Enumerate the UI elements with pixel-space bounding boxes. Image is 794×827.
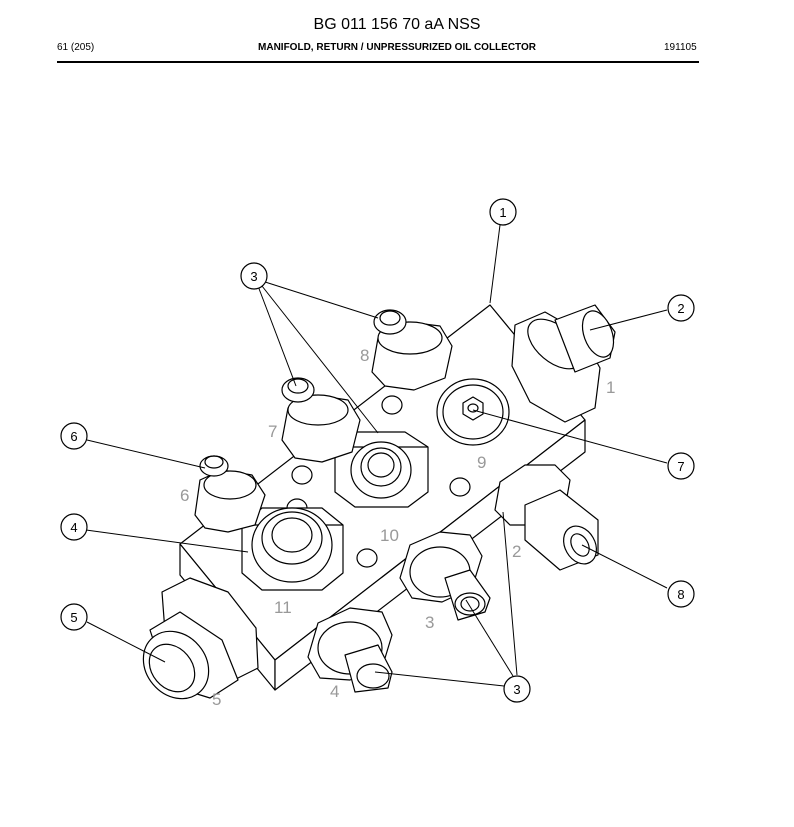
callout-7: 7 xyxy=(667,452,695,480)
callout-8: 8 xyxy=(667,580,695,608)
fitting-port-5 xyxy=(142,577,259,700)
svg-text:4: 4 xyxy=(70,520,77,535)
fitting-port-1 xyxy=(511,304,616,423)
port-label-2: 2 xyxy=(512,542,521,561)
svg-text:3: 3 xyxy=(513,682,520,697)
callouts: 1 2 3 4 5 6 7 8 xyxy=(60,198,695,703)
fitting-port-6 xyxy=(194,455,266,533)
port-label-7: 7 xyxy=(268,422,277,441)
port-label-8: 8 xyxy=(360,346,369,365)
callout-4: 4 xyxy=(60,513,88,541)
svg-text:3: 3 xyxy=(250,269,257,284)
svg-text:8: 8 xyxy=(677,587,684,602)
port-labels: 1 2 3 4 5 6 7 8 9 10 11 xyxy=(180,346,615,709)
header-rule xyxy=(57,61,699,63)
port-label-10: 10 xyxy=(380,526,399,545)
port-label-6: 6 xyxy=(180,486,189,505)
callout-5: 5 xyxy=(60,603,88,631)
svg-text:5: 5 xyxy=(70,610,77,625)
svg-text:7: 7 xyxy=(677,459,684,474)
callout-1: 1 xyxy=(489,198,517,226)
svg-text:1: 1 xyxy=(499,205,506,220)
callout-3-lower: 3 xyxy=(503,675,531,703)
callout-6: 6 xyxy=(60,422,88,450)
fitting-port-11 xyxy=(241,507,344,591)
port-label-9: 9 xyxy=(477,453,486,472)
fitting-port-7 xyxy=(281,377,361,463)
plug-port-9 xyxy=(436,378,510,446)
port-label-5: 5 xyxy=(212,690,221,709)
port-label-11: 11 xyxy=(274,598,292,617)
document-title: BG 011 156 70 aA NSS xyxy=(313,16,481,33)
port-label-4: 4 xyxy=(330,682,339,701)
fitting-port-2 xyxy=(494,464,599,571)
svg-text:2: 2 xyxy=(677,301,684,316)
svg-text:6: 6 xyxy=(70,429,77,444)
fitting-port-8 xyxy=(371,309,453,391)
fitting-port-3 xyxy=(399,531,491,621)
drawing-date: 191105 xyxy=(664,42,697,53)
callout-2: 2 xyxy=(667,294,695,322)
leader-lines xyxy=(85,224,668,687)
port-label-3: 3 xyxy=(425,613,434,632)
page-number: 61 (205) xyxy=(57,42,95,53)
fitting-port-4 xyxy=(307,607,393,693)
drawing-caption: MANIFOLD, RETURN / UNPRESSURIZED OIL COL… xyxy=(258,42,536,53)
fitting-port-10 xyxy=(334,431,429,508)
callout-3-upper: 3 xyxy=(240,262,268,290)
port-label-1: 1 xyxy=(606,378,615,397)
